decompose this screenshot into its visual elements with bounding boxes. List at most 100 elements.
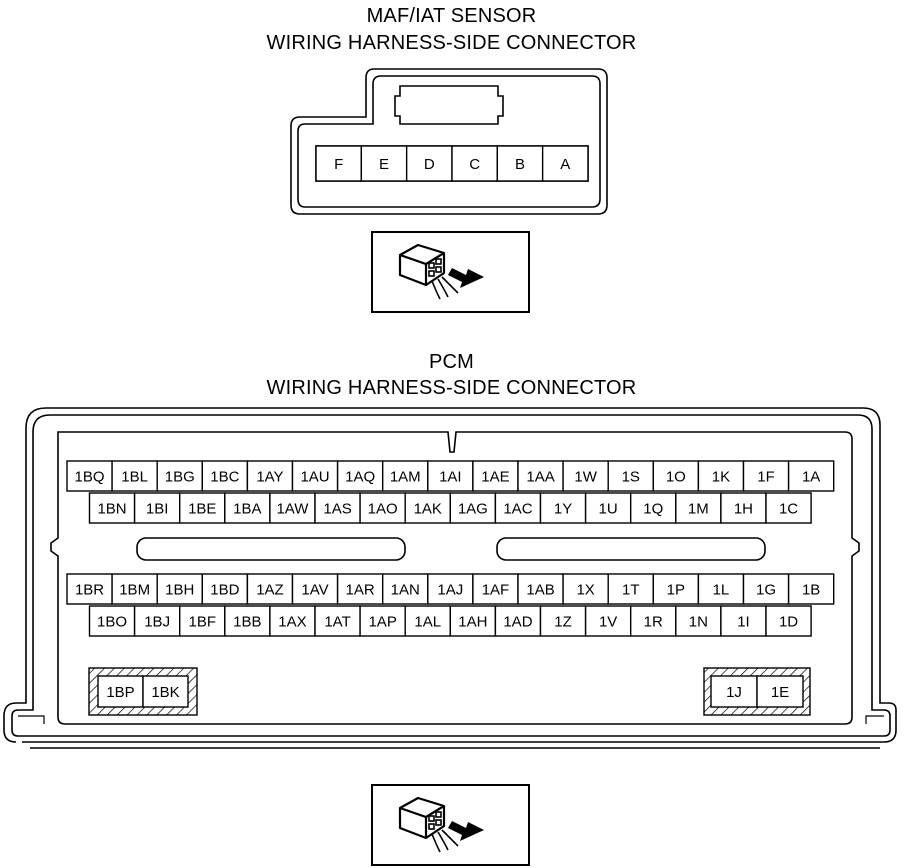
pcm-pin-1l: 1L <box>697 573 745 605</box>
pcm-title-line2: WIRING HARNESS-SIDE CONNECTOR <box>266 377 637 399</box>
pcm-pin-1ai: 1AI <box>427 460 474 492</box>
pcm-pin-1af: 1AF <box>472 573 519 605</box>
pin-label: 1AP <box>368 614 396 631</box>
pcm-pin-1ab: 1AB <box>517 573 564 605</box>
pin-label: 1AS <box>323 501 351 518</box>
pcm-pin-1bm: 1BM <box>111 573 158 605</box>
pcm-pin-1as: 1AS <box>314 492 361 524</box>
pin-label: 1AL <box>414 614 441 631</box>
pcm-pin-1c: 1C <box>765 492 812 524</box>
pin-label: 1N <box>689 614 708 631</box>
pcm-pin-1bk: 1BK <box>142 675 189 708</box>
pin-label: 1BM <box>119 582 150 599</box>
pcm-pin-1ad: 1AD <box>494 605 542 637</box>
pcm-title-line1: PCM <box>428 351 475 373</box>
pin-label: 1BD <box>210 582 239 599</box>
pcm-pin-1i: 1I <box>720 605 767 637</box>
pin-label: 1AC <box>503 501 532 518</box>
pin-label: 1U <box>599 501 618 518</box>
pcm-pin-1n: 1N <box>675 605 722 637</box>
pcm-pin-1d: 1D <box>765 605 812 637</box>
pcm-pin-1be: 1BE <box>178 492 226 524</box>
pcm-pin-1ao: 1AO <box>359 492 406 524</box>
pcm-pin-1an: 1AN <box>382 573 429 605</box>
pcm-pin-1at: 1AT <box>314 605 361 637</box>
pcm-pin-1k: 1K <box>697 460 745 492</box>
pin-label: 1AG <box>458 501 488 518</box>
pin-label: 1AX <box>278 614 306 631</box>
pin-label: 1AD <box>503 614 532 631</box>
pcm-pin-1b: 1B <box>787 573 835 605</box>
pcm-pin-1s: 1S <box>607 460 655 492</box>
pcm-pin-1aq: 1AQ <box>336 460 384 492</box>
pin-label: 1BO <box>97 614 127 631</box>
pin-label: 1BG <box>165 469 195 486</box>
pcm-pin-1bh: 1BH <box>156 573 203 605</box>
pcm-pin-1q: 1Q <box>630 492 677 524</box>
pin-label: 1AY <box>256 469 283 486</box>
pcm-pin-1e: 1E <box>756 675 804 708</box>
pcm-pin-1v: 1V <box>584 605 632 637</box>
pin-label: 1AO <box>368 501 398 518</box>
pcm-pin-1ah: 1AH <box>449 605 497 637</box>
pin-label: F <box>334 156 343 173</box>
pcm-pin-1t: 1T <box>607 573 655 605</box>
pcm-pin-1bb: 1BB <box>224 605 271 637</box>
maf-title-line1: MAF/IAT SENSOR <box>366 5 537 27</box>
pin-label: 1BI <box>146 501 169 518</box>
pcm-pin-1o: 1O <box>652 460 700 492</box>
pin-label: 1AF <box>482 582 510 599</box>
pin-label: 1L <box>713 582 730 599</box>
pcm-pin-1bn: 1BN <box>88 492 136 524</box>
pcm-pin-1br: 1BR <box>66 573 113 605</box>
pcm-pin-1au: 1AU <box>291 460 339 492</box>
pin-label: 1BC <box>210 469 239 486</box>
maf-title-line2: WIRING HARNESS-SIDE CONNECTOR <box>266 32 637 54</box>
pin-label: 1AN <box>391 582 420 599</box>
pcm-pin-1bf: 1BF <box>178 605 226 637</box>
pcm-pin-1ae: 1AE <box>472 460 519 492</box>
pin-label: 1I <box>737 614 750 631</box>
connector-view-icon <box>371 231 530 313</box>
maf-pin-e: E <box>360 145 408 182</box>
pin-label: 1T <box>622 582 640 599</box>
pin-label: 1BP <box>106 684 134 701</box>
pin-label: 1AQ <box>345 469 375 486</box>
pin-label: 1BQ <box>75 469 105 486</box>
pcm-pin-1ay: 1AY <box>246 460 294 492</box>
pin-label: 1X <box>576 582 594 599</box>
pin-label: 1M <box>688 501 709 518</box>
pcm-pin-1bd: 1BD <box>201 573 249 605</box>
pcm-pin-1y: 1Y <box>539 492 587 524</box>
pin-label: 1F <box>757 469 775 486</box>
pcm-pin-1al: 1AL <box>404 605 452 637</box>
pcm-pin-1j: 1J <box>710 675 758 708</box>
pin-label: 1S <box>622 469 640 486</box>
pin-label: 1Q <box>643 501 663 518</box>
pin-label: 1AH <box>458 614 487 631</box>
pin-label: 1BE <box>188 501 216 518</box>
pin-label: 1AJ <box>437 582 463 599</box>
pcm-pin-1aa: 1AA <box>517 460 564 492</box>
pcm-slot-right <box>496 537 766 561</box>
maf-pin-d: D <box>405 145 453 182</box>
pin-label: 1AW <box>276 501 309 518</box>
pcm-pin-1ax: 1AX <box>269 605 316 637</box>
pin-label: 1H <box>734 501 753 518</box>
pin-label: 1C <box>779 501 798 518</box>
pcm-pin-1bc: 1BC <box>201 460 249 492</box>
pcm-pin-1aj: 1AJ <box>427 573 474 605</box>
pcm-pin-1p: 1P <box>652 573 700 605</box>
pcm-pin-1bj: 1BJ <box>133 605 181 637</box>
maf-pin-a: A <box>541 145 589 182</box>
pcm-pin-1a: 1A <box>787 460 835 492</box>
pin-label: 1B <box>802 582 820 599</box>
pin-label: 1K <box>712 469 730 486</box>
pcm-pin-1ak: 1AK <box>404 492 452 524</box>
pin-label: 1AE <box>481 469 509 486</box>
pcm-pin-1aw: 1AW <box>269 492 316 524</box>
maf-pin-c: C <box>451 145 499 182</box>
pcm-pin-1ap: 1AP <box>359 605 406 637</box>
